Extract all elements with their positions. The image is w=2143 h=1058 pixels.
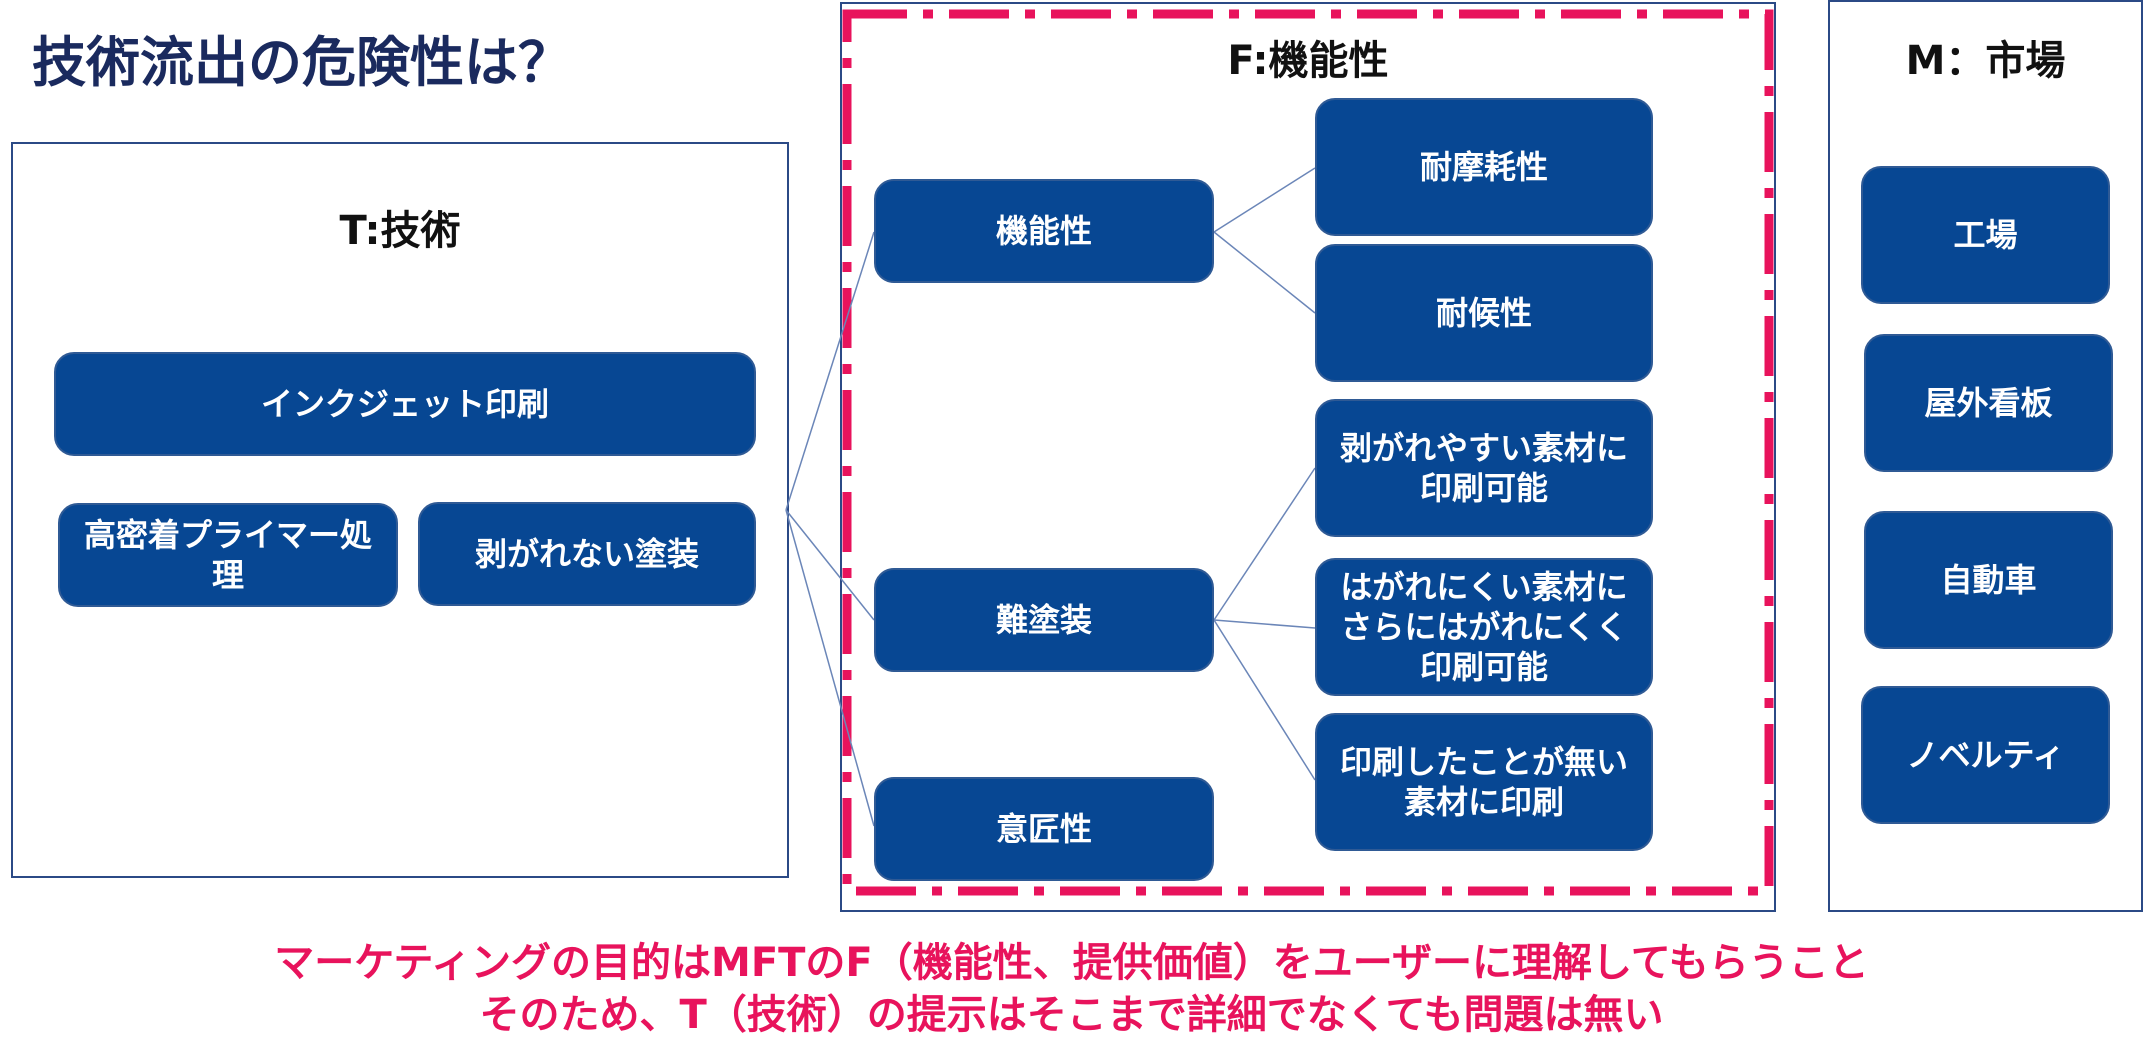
function-category-functionality[interactable]: 機能性: [874, 179, 1214, 283]
note-line-2: そのため、T（技術）の提示はそこまで詳細でなくても問題は無い: [479, 992, 1664, 1038]
slide-title: 技術流出の危険性は？: [32, 31, 572, 94]
tech-box-primer[interactable]: 高密着プライマー処 理: [58, 503, 398, 607]
tech-box-coating[interactable]: 剥がれない塗装: [418, 502, 756, 606]
function-category-hard-coating[interactable]: 難塗装: [874, 568, 1214, 672]
market-item-automobile[interactable]: 自動車: [1864, 511, 2113, 649]
note-line-1: マーケティングの目的はMFTのF（機能性、提供価値）をユーザーに理解してもらうこ…: [274, 940, 1869, 986]
market-item-factory[interactable]: 工場: [1861, 166, 2110, 304]
function-detail-peelable[interactable]: 剥がれやすい素材に 印刷可能: [1315, 399, 1653, 537]
function-detail-abrasion[interactable]: 耐摩耗性: [1315, 98, 1653, 236]
market-item-novelty[interactable]: ノベルティ: [1861, 686, 2110, 824]
market-item-outdoor-sign[interactable]: 屋外看板: [1864, 334, 2113, 472]
market-panel-title: M：市場: [1905, 38, 2066, 84]
function-highlight-frame: [842, 9, 1774, 896]
function-detail-hard-peel[interactable]: はがれにくい素材に さらにはがれにくく 印刷可能: [1315, 558, 1653, 696]
function-detail-new-material[interactable]: 印刷したことが無い 素材に印刷: [1315, 713, 1653, 851]
tech-box-inkjet[interactable]: インクジェット印刷: [54, 352, 756, 456]
technology-panel-title: T:技術: [339, 208, 461, 254]
function-category-design[interactable]: 意匠性: [874, 777, 1214, 881]
function-detail-weather[interactable]: 耐候性: [1315, 244, 1653, 382]
function-panel-title: F:機能性: [1227, 38, 1389, 84]
